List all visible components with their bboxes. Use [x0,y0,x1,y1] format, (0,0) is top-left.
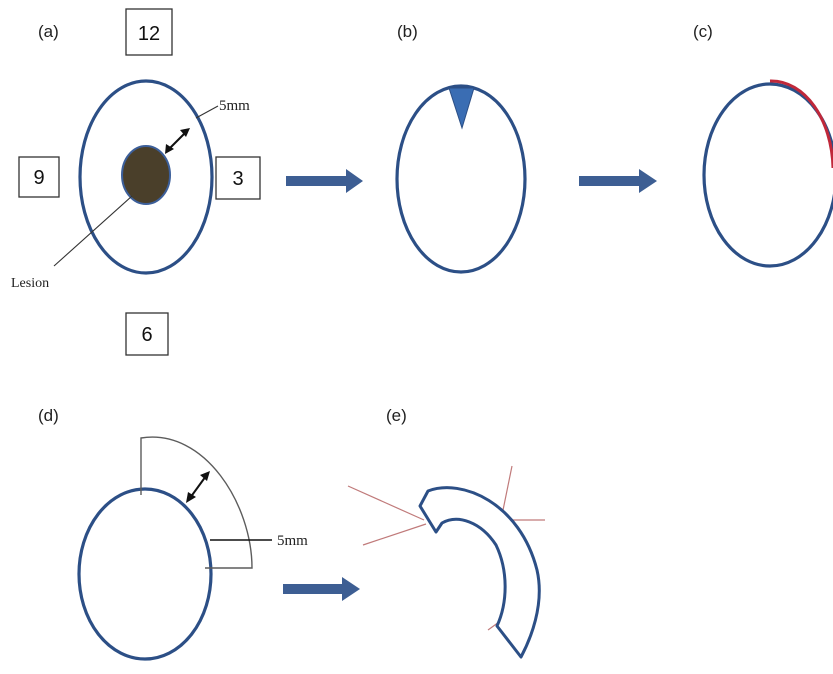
panel-label-a: (a) [38,22,59,41]
radial-line-2 [362,523,427,546]
cornea-circle-d [77,487,213,661]
margin-leader-a [195,105,219,119]
cornea-circle-c [702,82,833,268]
incision-wedge [448,87,475,130]
arrow-b-to-c [579,169,657,193]
lesion-label: Lesion [11,276,49,291]
clock-box-9 [18,156,60,198]
radial-line-1 [347,485,425,521]
panel-label-e: (e) [386,406,407,425]
clock-label-12: 12 [138,23,160,45]
panel-label-c: (c) [693,22,713,41]
margin-arrowhead-inner-a [165,144,174,154]
margin-label-a: 5mm [219,98,250,114]
margin-arrow-a [167,131,187,151]
margin-arrowhead-inner-d [186,492,196,503]
margin-label-d: 5mm [277,533,308,549]
clock-box-3 [215,156,261,200]
margin-arrow-d [189,475,207,499]
cornea-circle-b [395,84,527,274]
excision-outline [140,436,253,569]
panel-label-b: (b) [397,22,418,41]
clock-box-12 [125,8,173,56]
panel-label-d: (d) [38,406,59,425]
excised-tissue [418,486,541,659]
clock-box-6 [125,312,169,356]
margin-arrowhead-outer-a [180,128,190,137]
lesion-leader [53,195,133,267]
arrow-d-to-e [283,577,360,601]
clock-label-9: 9 [33,167,44,189]
lesion [121,145,171,205]
margin-arrowhead-outer-d [200,471,210,481]
arrow-a-to-b [286,169,363,193]
clock-label-3: 3 [232,168,243,190]
clock-label-6: 6 [141,324,152,346]
dissection-arc [769,79,833,169]
